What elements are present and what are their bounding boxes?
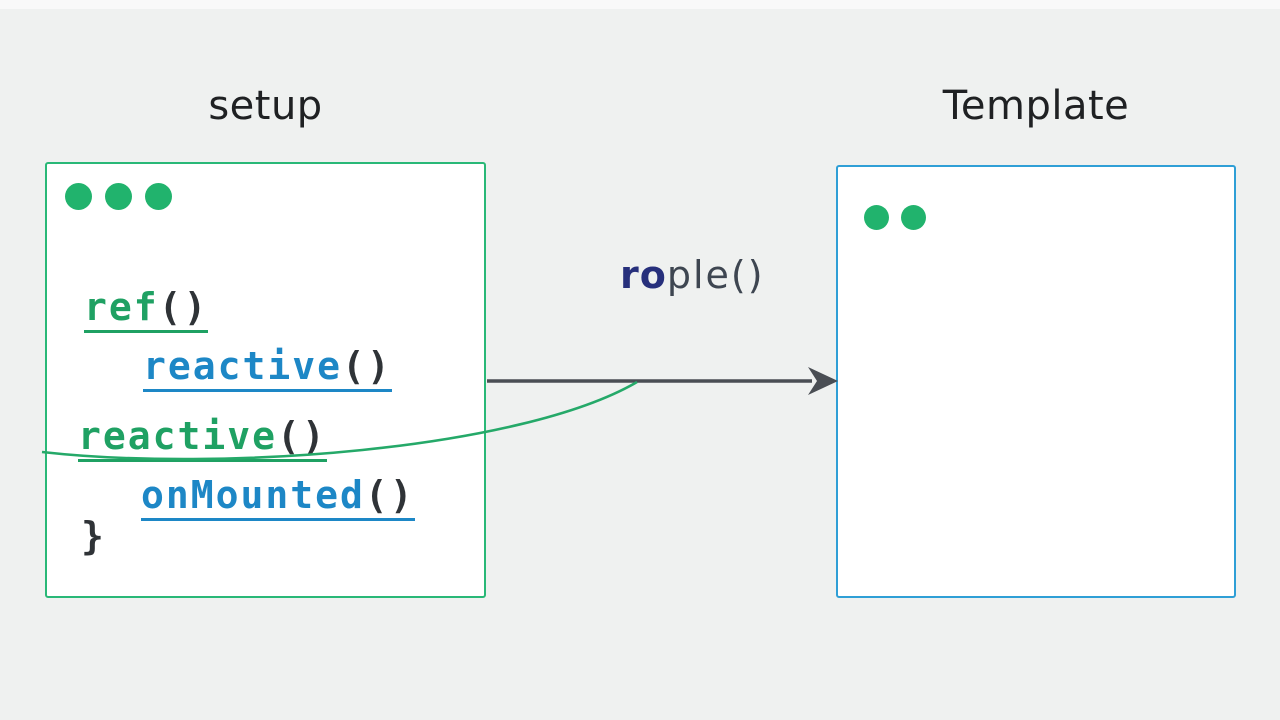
template-column-title: Template	[942, 83, 1130, 129]
arrow-label-prefix: ro	[620, 253, 667, 297]
template-traffic-dots	[864, 205, 926, 230]
code-line-onmounted: onMounted()	[141, 475, 415, 521]
code-line-ref: ref()	[84, 285, 209, 333]
code-token-reactive: reactive	[78, 414, 278, 458]
code-token-reactive: reactive	[143, 344, 343, 388]
top-sheen-strip	[0, 0, 1280, 9]
code-line-closing-brace: }	[81, 514, 106, 558]
arrowhead-icon	[808, 367, 838, 395]
traffic-dot-icon	[145, 183, 172, 210]
code-parens: ()	[364, 473, 415, 517]
traffic-dot-icon	[864, 205, 889, 230]
code-token-onmounted: onMounted	[141, 473, 365, 517]
traffic-dot-icon	[901, 205, 926, 230]
code-parens: ()	[158, 285, 209, 329]
code-line-reactive-green: reactive()	[78, 416, 327, 462]
traffic-dot-icon	[105, 183, 132, 210]
setup-column-title: setup	[208, 83, 323, 129]
arrow-code-label: rople()	[620, 252, 765, 298]
code-line-reactive-blue: reactive()	[143, 346, 392, 392]
code-token-ref: ref	[84, 285, 159, 329]
code-parens: ()	[277, 414, 327, 458]
template-window	[836, 165, 1236, 598]
setup-code-window: ref() reactive() reactive() onMounted() …	[45, 162, 486, 598]
traffic-dot-icon	[65, 183, 92, 210]
setup-traffic-dots	[65, 183, 172, 210]
code-parens: ()	[342, 344, 392, 388]
arrow-label-suffix: ple()	[666, 253, 765, 297]
